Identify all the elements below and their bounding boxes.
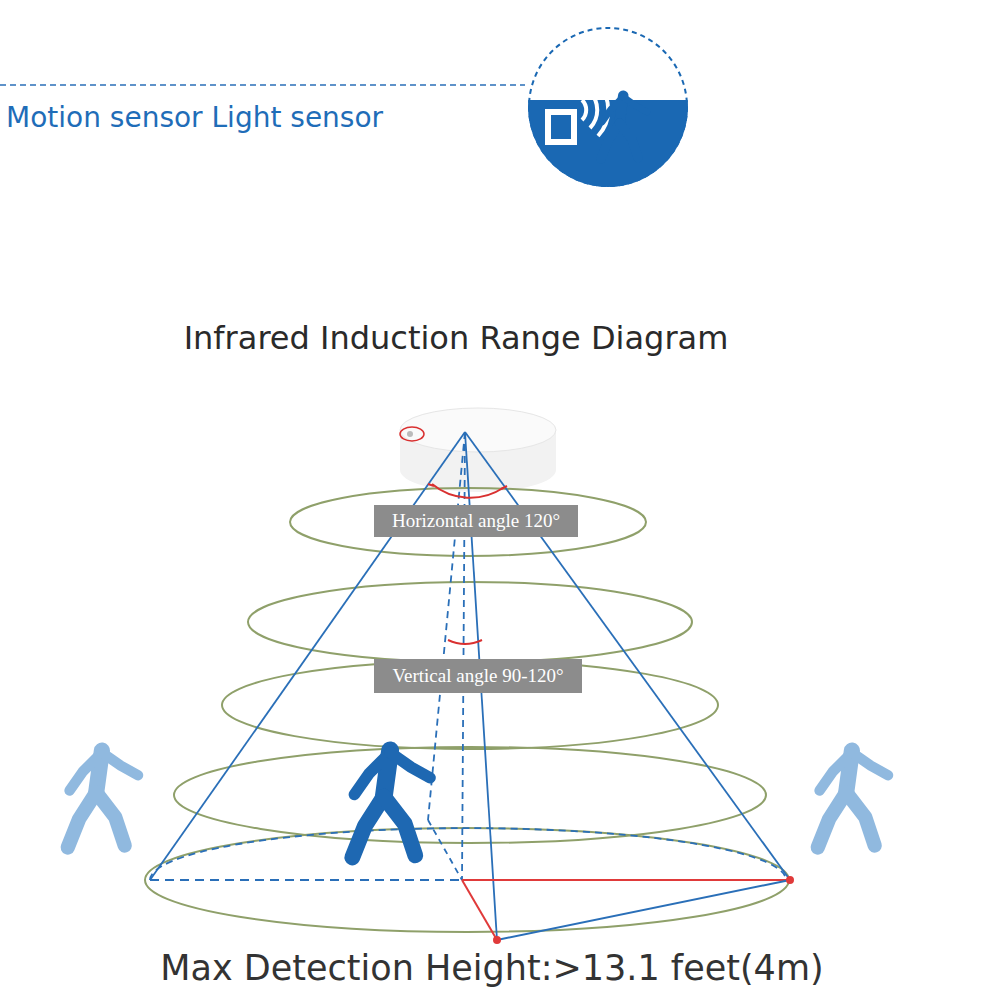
person-right (818, 720, 888, 847)
person-center (352, 717, 430, 858)
height-caption: Max Detection Height:>13.1 feet(4m) (160, 948, 823, 988)
section-label: Motion sensor Light sensor (6, 101, 383, 134)
angle-text: Vertical angle 90-120° (392, 665, 563, 687)
diagram-title: Infrared Induction Range Diagram (184, 319, 729, 357)
angle-label-box: Horizontal angle 120° (374, 505, 578, 537)
dashed-rule (0, 84, 525, 86)
detection-cone (150, 432, 790, 940)
range-rings (145, 488, 789, 932)
sensor-icon (0, 0, 688, 187)
person-left (68, 720, 138, 847)
angle-text: Horizontal angle 120° (392, 510, 560, 532)
radius-lines (462, 877, 793, 943)
angle-label-box: Vertical angle 90-120° (374, 659, 581, 693)
